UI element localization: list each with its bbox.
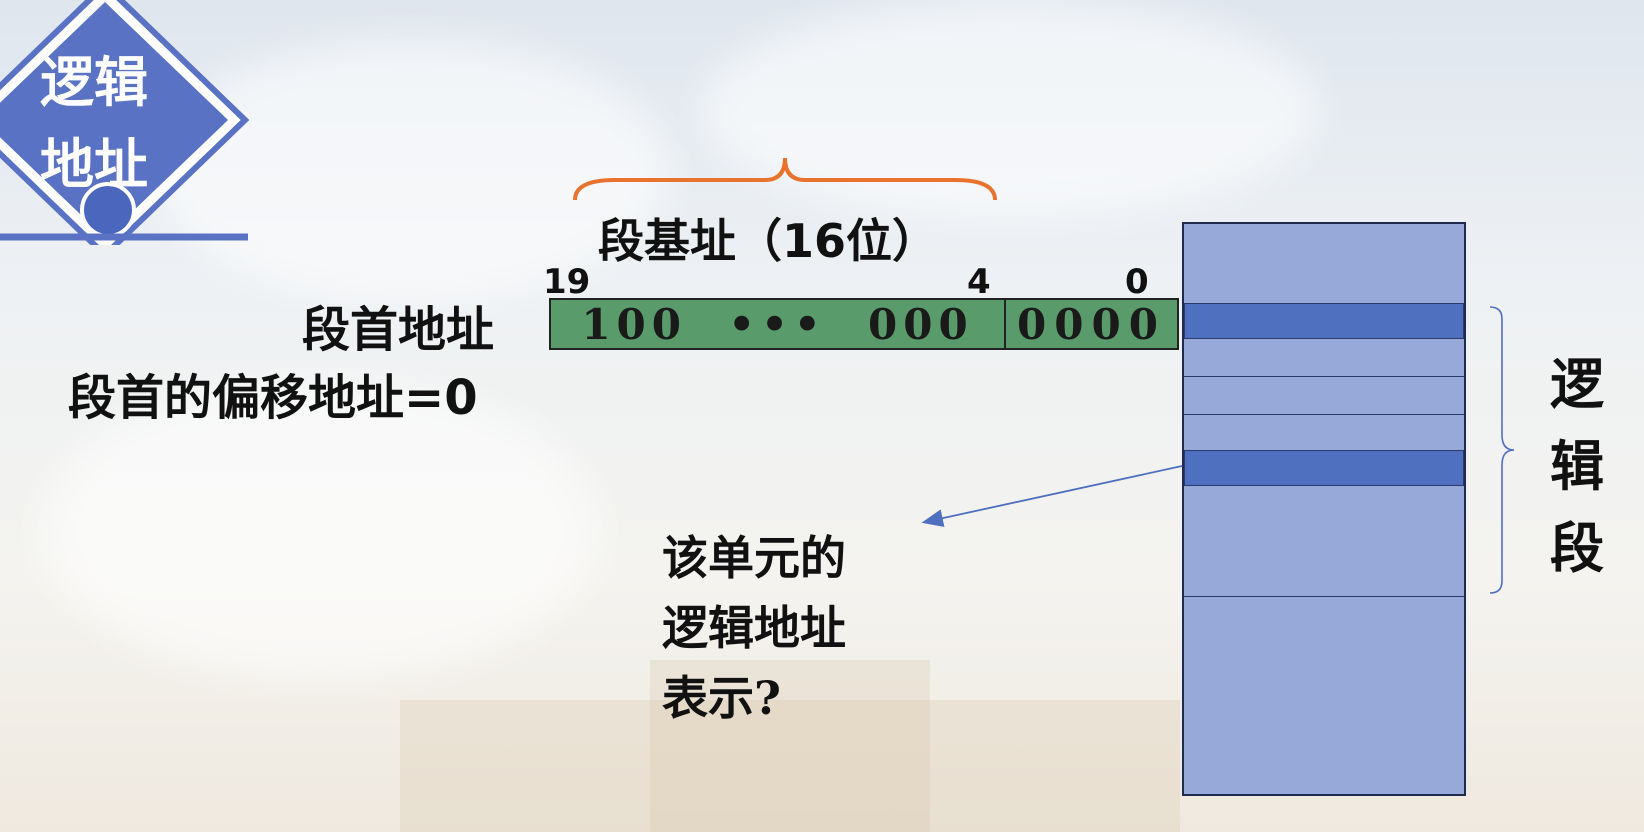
question-line-2: 逻辑地址 [662, 601, 846, 655]
memory-block [1182, 222, 1466, 796]
logical-address-badge: 逻辑 地址 [0, 0, 250, 260]
bit-label-0: 0 [1125, 262, 1149, 302]
memory-divider [1184, 414, 1464, 415]
logical-segment-char-3: 段 [1550, 516, 1604, 580]
target-unit-cell [1184, 450, 1464, 486]
bit-label-4: 4 [967, 262, 991, 302]
background-building [650, 660, 930, 832]
badge-diamond-icon [0, 0, 250, 260]
address-low-bits-box: 0000 [1004, 298, 1179, 350]
question-line-3: 表示? [662, 671, 781, 725]
logical-segment-char-2: 辑 [1550, 434, 1604, 498]
badge-line2: 地址 [40, 132, 148, 196]
background-cloud [150, 40, 670, 300]
background-building [400, 700, 1180, 832]
address-high-bits-box: 100 ••• 000 [549, 298, 1006, 350]
address-high-bits: 100 ••• 000 [581, 299, 974, 349]
memory-divider [1184, 596, 1464, 597]
segment-start-address-label: 段首地址 [302, 302, 495, 358]
background-cloud [700, 0, 1320, 220]
logical-segment-brace [1489, 306, 1515, 594]
memory-divider [1184, 376, 1464, 377]
logical-segment-char-1: 逻 [1550, 352, 1604, 416]
segment-start-cell [1184, 303, 1464, 339]
question-line-1: 该单元的 [662, 531, 846, 585]
address-low-bits: 0000 [1017, 299, 1166, 349]
segment-base-label: 段基址（16位） [598, 214, 939, 268]
segment-start-offset-label: 段首的偏移地址=0 [68, 370, 478, 426]
background-cloud [40, 380, 600, 680]
segment-base-brace [573, 157, 997, 201]
badge-line1: 逻辑 [40, 50, 148, 114]
bit-label-19: 19 [543, 262, 591, 302]
